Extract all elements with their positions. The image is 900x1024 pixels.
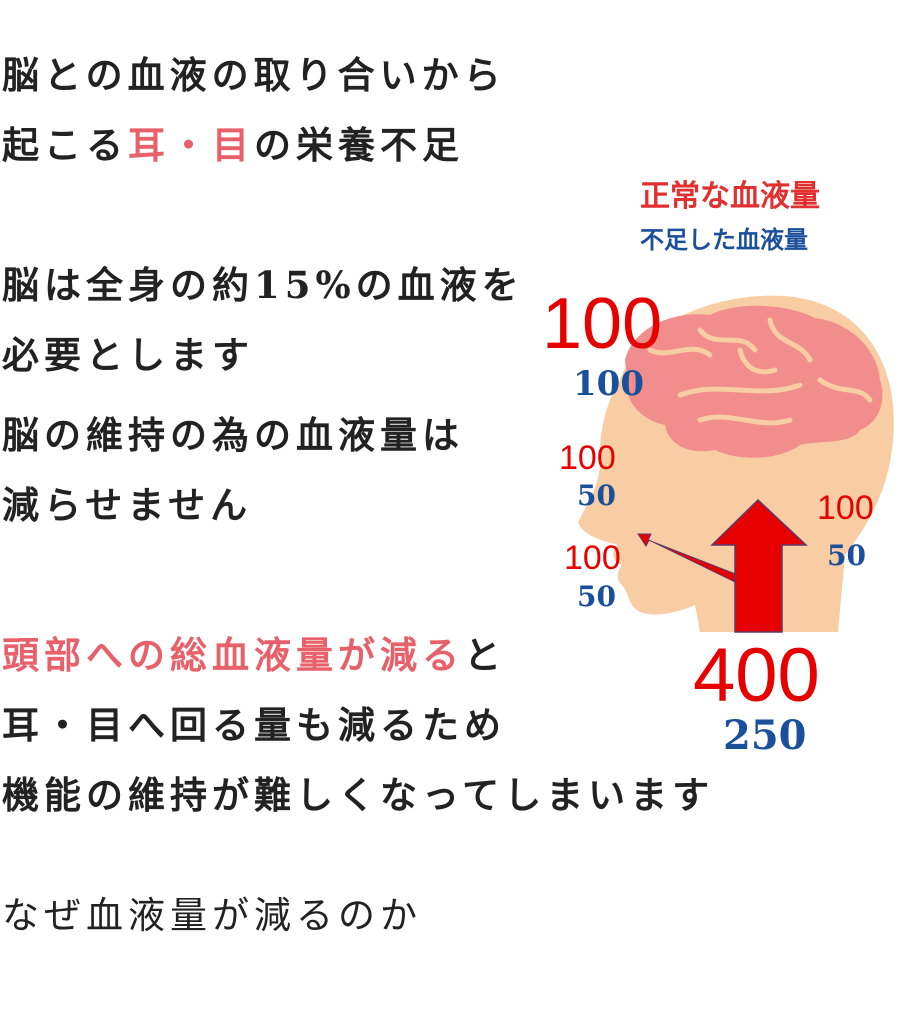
paragraph-2-line-1: 脳の維持の為の血液量は xyxy=(2,413,464,457)
eye-normal-value: 100 xyxy=(559,439,616,477)
eye-highlight: 目 xyxy=(212,123,254,167)
legend-normal: 正常な血液量 xyxy=(640,179,820,214)
eye-arrow xyxy=(637,533,739,583)
ear-highlight: 耳 xyxy=(128,123,170,167)
title-line-2: 起こる耳・目の栄養不足 xyxy=(2,127,464,164)
question-heading: なぜ血液量が減るのか xyxy=(2,894,422,937)
brain-deficient-value: 100 xyxy=(573,364,644,404)
paragraph-3-line-3: 機能の維持が難しくなってしまいます xyxy=(2,773,715,817)
brain-icon xyxy=(625,305,883,458)
brain-normal-value: 100 xyxy=(542,284,663,364)
paragraph-3-line-1: 頭部への総血液量が減ると xyxy=(2,637,506,674)
paragraph-2-line-2: 減らせません xyxy=(2,483,253,527)
ear-deficient-value: 50 xyxy=(827,539,866,572)
legend-deficient: 不足した血液量 xyxy=(640,225,808,254)
mouth-normal-value: 100 xyxy=(564,539,621,577)
title-line-1: 脳との血液の取り合いから xyxy=(2,53,506,97)
ear-normal-value: 100 xyxy=(817,489,874,527)
title-text: の栄養不足 xyxy=(254,123,464,167)
total-deficient-value: 250 xyxy=(723,712,807,759)
paragraph-1-line-1: 脳は全身の約15%の血液を xyxy=(2,263,524,307)
highlight-text: 頭部への総血液量が減る xyxy=(2,633,464,677)
mouth-deficient-value: 50 xyxy=(577,580,616,613)
title-text: 起こる xyxy=(2,123,128,167)
text: と xyxy=(464,633,506,677)
brain-folds xyxy=(647,317,873,426)
paragraph-1-line-2: 必要とします xyxy=(2,333,254,377)
dot-highlight: ・ xyxy=(170,123,212,167)
total-normal-value: 400 xyxy=(693,633,820,718)
up-arrow xyxy=(710,498,808,633)
paragraph-3-line-2: 耳・目へ回る量も減るため xyxy=(2,703,506,747)
eye-deficient-value: 50 xyxy=(577,479,616,512)
